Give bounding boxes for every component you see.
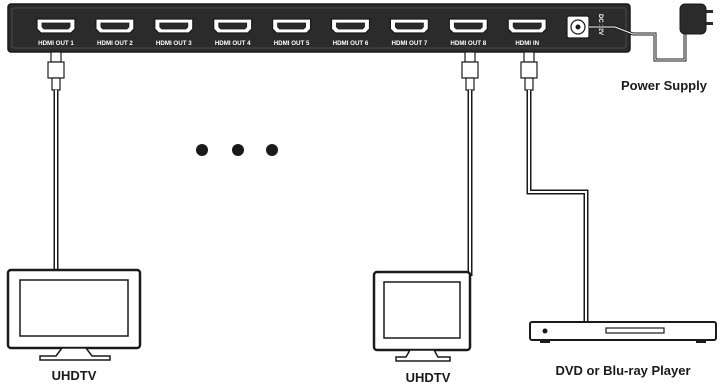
hdmi-plug-housing (47, 61, 65, 79)
splitter-ports: HDMI OUT 1 HDMI OUT 2 HDMI OUT 3 HDMI OUT 4… (36, 18, 547, 47)
hdmi-port-label: HDMI OUT 6 (333, 40, 369, 47)
hdmi-port-5: HDMI OUT 5 (272, 18, 312, 47)
disc-tray-icon (605, 327, 665, 334)
hdmi-port-label: HDMI OUT 3 (156, 40, 192, 47)
player-foot (540, 340, 550, 343)
ellipsis-dots (196, 144, 278, 156)
dc-label: DC 12V (597, 14, 603, 35)
tv-stand-icon (395, 349, 451, 362)
hdmi-port-socket (277, 22, 306, 30)
hdmi-plug-icon (464, 51, 476, 63)
hdmi-plug-housing (461, 61, 479, 79)
hdmi-port-socket (512, 22, 542, 30)
cable-out-1 (47, 51, 65, 272)
adapter-prong-top (706, 10, 713, 13)
hdmi-plug-strain (51, 77, 61, 91)
dot-icon (232, 144, 244, 156)
cable-in (520, 51, 589, 322)
hdmi-plug-strain (524, 77, 534, 91)
hdmi-port-label: HDMI OUT 8 (450, 40, 486, 47)
hdmi-plug-icon (523, 51, 535, 63)
cable-line (526, 90, 589, 322)
hdmi-port-label: HDMI OUT 4 (215, 40, 251, 47)
power-adapter-icon (679, 3, 707, 35)
hdmi-port-1: HDMI OUT 1 (36, 18, 76, 47)
tv-right-caption: UHDTV (406, 370, 451, 385)
hdmi-port-socket (336, 22, 365, 30)
hdmi-port-label: HDMI OUT 5 (274, 40, 310, 47)
hdmi-cables (47, 51, 589, 322)
dot-icon (196, 144, 208, 156)
hdmi-port-6: HDMI OUT 6 (330, 18, 371, 47)
hdmi-port-label: HDMI IN (515, 40, 539, 47)
tv-stand-icon (39, 347, 111, 361)
hdmi-plug-icon (50, 51, 62, 63)
adapter-prong-bottom (706, 22, 713, 25)
media-player: DVD or Blu-ray Player (529, 321, 717, 378)
hdmi-plug-housing (520, 61, 538, 79)
dot-icon (266, 144, 278, 156)
splitter-bezel (11, 7, 627, 49)
hdmi-port-label: HDMI OUT 7 (392, 40, 428, 47)
tv-screen (383, 281, 461, 339)
hdmi-port-socket (218, 22, 248, 30)
power-supply-caption: Power Supply (621, 78, 708, 93)
hdmi-port-3: HDMI OUT 3 (154, 18, 194, 47)
hdmi-port-socket (159, 22, 189, 30)
hdmi-port-4: HDMI OUT 4 (213, 18, 253, 47)
hdmi-plug-strain (465, 77, 475, 91)
player-caption: DVD or Blu-ray Player (555, 363, 690, 378)
tv-screen (19, 279, 129, 337)
power-cable-highlight (589, 26, 686, 61)
hdmi-port-socket (453, 22, 483, 30)
hdmi-splitter: HDMI OUT 1 HDMI OUT 2 HDMI OUT 3 HDMI OUT 4… (7, 3, 631, 53)
tv-left: UHDTV (6, 268, 142, 383)
hdmi-port-7: HDMI OUT 7 (389, 18, 429, 47)
hdmi-port-socket (41, 22, 71, 30)
hdmi-port-socket (100, 22, 130, 30)
hdmi-port-label: HDMI OUT 1 (38, 40, 74, 47)
player-foot (696, 340, 706, 343)
cable-core (528, 90, 587, 322)
player-power-led-icon (542, 328, 548, 334)
tv-left-caption: UHDTV (52, 368, 97, 383)
power-supply: Power Supply (589, 3, 713, 93)
hdmi-port-8: HDMI OUT 8 (448, 18, 488, 47)
tv-right: UHDTV (372, 270, 472, 385)
hdmi-port-socket (395, 22, 424, 30)
hdmi-port-9: HDMI IN (507, 18, 547, 47)
splitter-body (7, 3, 631, 53)
hdmi-port-label: HDMI OUT 2 (97, 40, 133, 47)
cable-out-8 (461, 51, 479, 276)
hdmi-port-2: HDMI OUT 2 (95, 18, 135, 47)
dc-jack-pin (575, 24, 581, 30)
